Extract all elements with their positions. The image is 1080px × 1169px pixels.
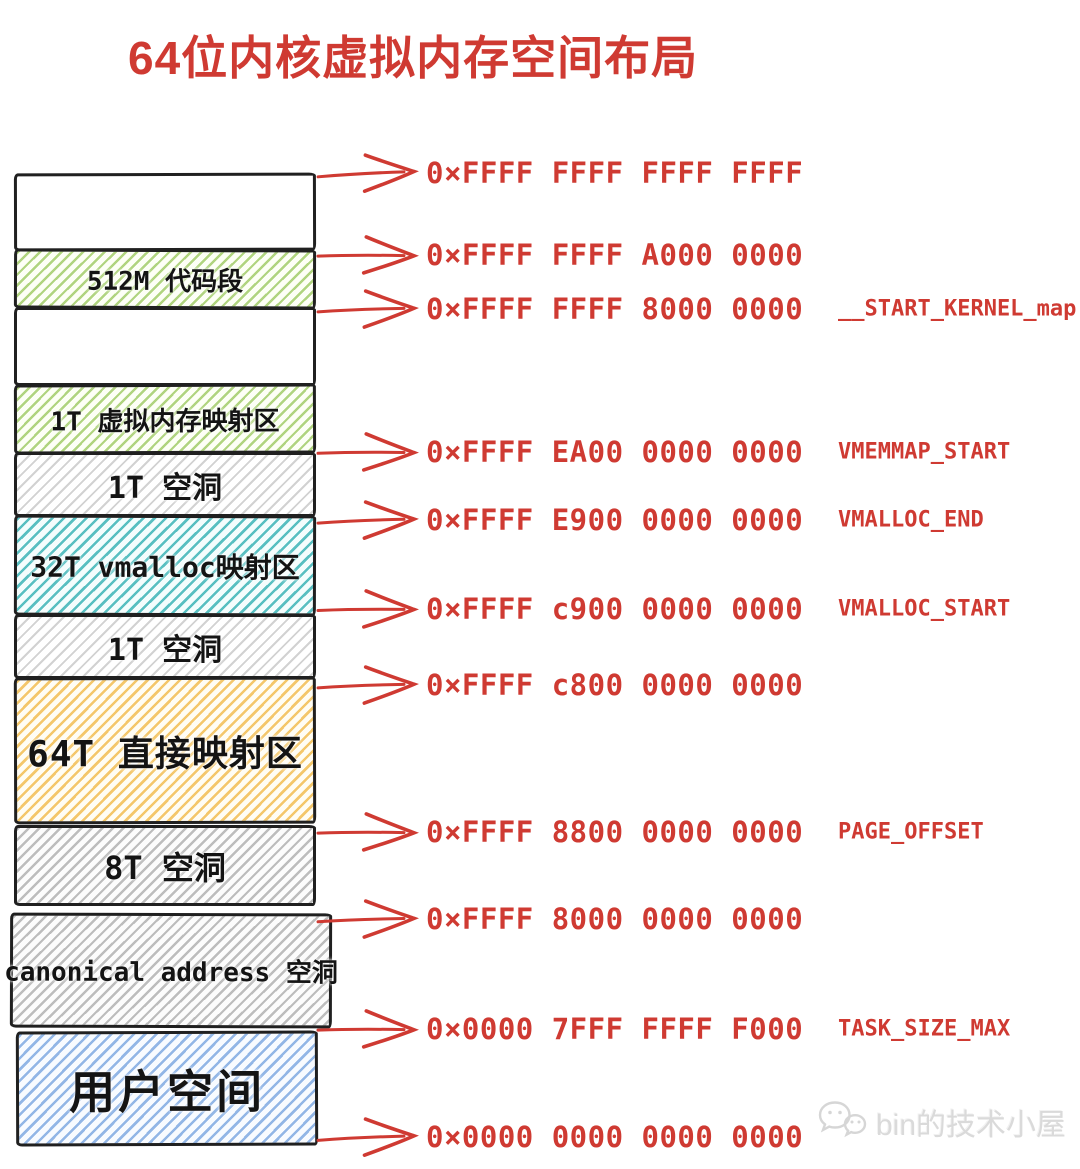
address-text: 0×FFFF E900 0000 0000 <box>426 503 804 537</box>
memory-region-hole-1t-upper: 1T 空洞 <box>14 452 316 517</box>
memory-region-code-segment: 512M 代码段 <box>13 248 317 310</box>
address-text: 0×FFFF FFFF A000 0000 <box>426 238 804 272</box>
arrow-right-icon <box>316 235 419 275</box>
watermark-text: bin的技术小屋 <box>876 1109 1067 1142</box>
arrow-right-icon <box>316 500 419 540</box>
memory-region-direct-mapping: 64T 直接映射区 <box>13 676 317 825</box>
symbol-label: VMALLOC_END <box>838 507 984 533</box>
memory-region-hole-8t: 8T 空洞 <box>14 825 316 906</box>
arrow-right-icon <box>316 432 419 472</box>
address-text: 0×FFFF 8800 0000 0000 <box>426 815 804 849</box>
annotation-row: 0×0000 0000 0000 0000 <box>316 1114 1080 1160</box>
annotation-row: 0×FFFF FFFF FFFF FFFF <box>316 150 1080 196</box>
region-label: 1T 空洞 <box>107 470 223 506</box>
symbol-label: __START_KERNEL_map <box>838 296 1077 322</box>
region-label: 512M 代码段 <box>86 266 244 297</box>
address-text: 0×0000 0000 0000 0000 <box>426 1120 804 1154</box>
annotation-row: 0×FFFF E900 0000 0000 VMALLOC_END <box>316 497 1080 543</box>
arrow-right-icon <box>316 589 419 629</box>
region-label: 1T 空洞 <box>107 632 223 668</box>
annotation-row: 0×0000 7FFF FFFF F000 TASK_SIZE_MAX <box>316 1006 1080 1052</box>
memory-region-hole-1t-lower: 1T 空洞 <box>14 614 316 679</box>
arrow-right-icon <box>316 1117 419 1157</box>
address-text: 0×FFFF FFFF FFFF FFFF <box>426 156 804 190</box>
memory-region-canonical-hole: canonical address 空洞 <box>4 912 338 1029</box>
address-text: 0×0000 7FFF FFFF F000 <box>426 1012 804 1046</box>
annotation-row: 0×FFFF c800 0000 0000 <box>316 662 1080 708</box>
diagram-title: 64位内核虚拟内存空间布局 <box>128 32 699 84</box>
wechat-bubbles-icon <box>818 1101 867 1138</box>
address-text: 0×FFFF 8000 0000 0000 <box>426 902 804 936</box>
annotation-row: 0×FFFF FFFF 8000 0000 __START_KERNEL_map <box>316 286 1080 332</box>
region-label: 32T vmalloc映射区 <box>30 550 300 584</box>
symbol-label: VMALLOC_START <box>838 596 1011 622</box>
memory-region-vmemmap: 1T 虚拟内存映射区 <box>13 383 317 455</box>
memory-region-vmalloc: 32T vmalloc映射区 <box>13 514 317 617</box>
address-text: 0×FFFF FFFF 8000 0000 <box>426 292 804 326</box>
arrow-right-icon <box>316 899 419 939</box>
symbol-label: TASK_SIZE_MAX <box>838 1016 1011 1042</box>
annotation-row: 0×FFFF c900 0000 0000 VMALLOC_START <box>316 586 1080 632</box>
region-label: 8T 空洞 <box>104 848 226 887</box>
arrow-right-icon <box>316 153 419 193</box>
arrow-right-icon <box>316 665 419 705</box>
arrow-right-icon <box>316 812 419 852</box>
region-label: 用户空间 <box>68 1064 266 1119</box>
memory-region-empty-gap <box>14 307 316 386</box>
region-label: canonical address 空洞 <box>4 957 338 989</box>
memory-region-user-space: 用户空间 <box>15 1030 319 1147</box>
address-text: 0×FFFF c900 0000 0000 <box>426 592 804 626</box>
watermark: bin的技术小屋 <box>816 1100 1066 1144</box>
annotation-row: 0×FFFF 8000 0000 0000 <box>316 896 1080 942</box>
region-label: 64T 直接映射区 <box>27 733 303 775</box>
symbol-label: PAGE_OFFSET <box>838 819 984 845</box>
address-text: 0×FFFF EA00 0000 0000 <box>426 435 804 469</box>
symbol-label: VMEMMAP_START <box>838 439 1011 465</box>
memory-region-top-empty <box>13 172 317 252</box>
region-label: 1T 虚拟内存映射区 <box>50 406 280 437</box>
annotation-row: 0×FFFF EA00 0000 0000 VMEMMAP_START <box>316 429 1080 475</box>
annotation-row: 0×FFFF FFFF A000 0000 <box>316 232 1080 278</box>
address-text: 0×FFFF c800 0000 0000 <box>426 668 804 702</box>
annotation-row: 0×FFFF 8800 0000 0000 PAGE_OFFSET <box>316 809 1080 855</box>
arrow-right-icon <box>316 289 419 329</box>
arrow-right-icon <box>316 1009 419 1049</box>
